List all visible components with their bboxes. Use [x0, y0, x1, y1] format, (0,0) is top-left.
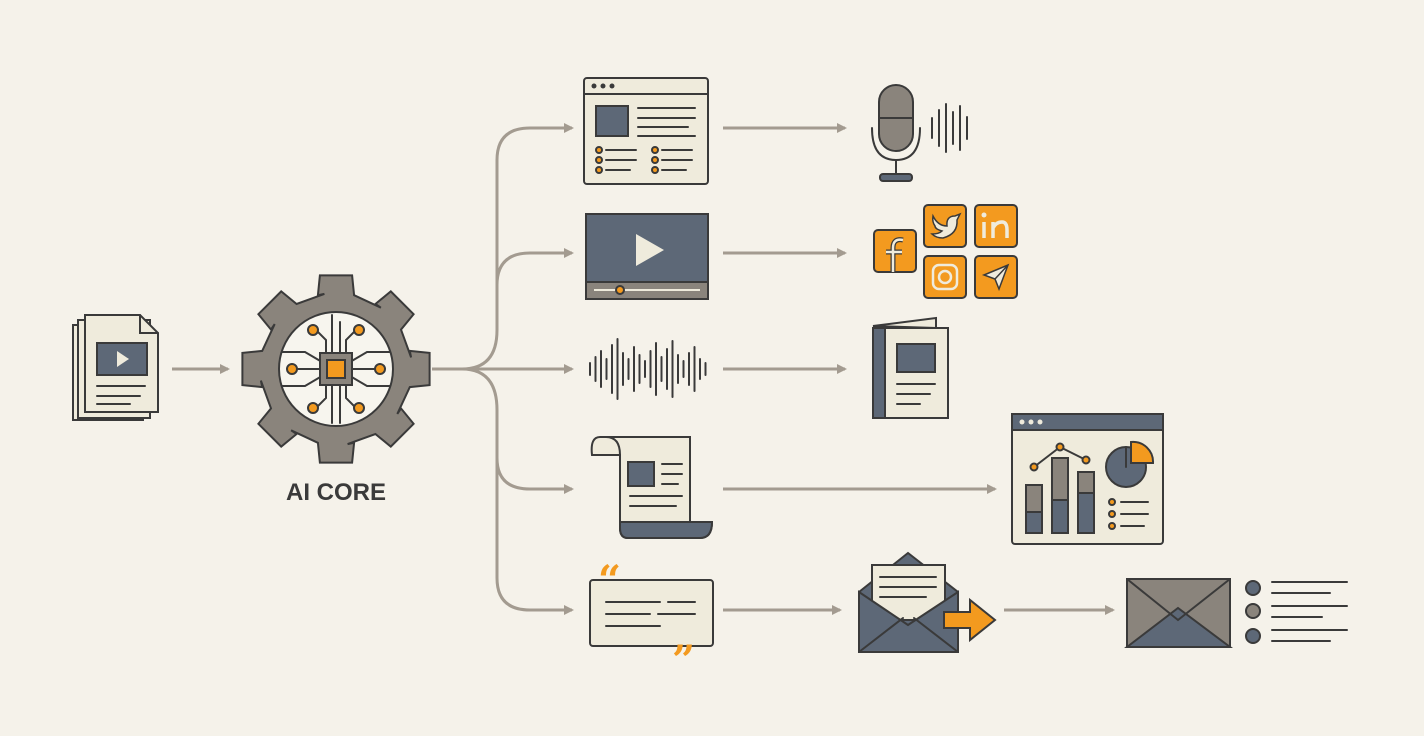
blog-article-icon: [583, 77, 709, 185]
facebook-icon: [873, 229, 917, 273]
email-list-icon: [1245, 580, 1348, 644]
analytics-dashboard-icon: [1011, 413, 1164, 545]
newsletter-email-icon: [858, 551, 997, 653]
script-scroll-icon: [590, 436, 714, 539]
quote-icon: “ ”: [589, 557, 714, 684]
video-clip-icon: [585, 213, 709, 300]
svg-text:”: ”: [672, 637, 695, 684]
ai-core-gear-icon: [241, 274, 431, 464]
branch-connectors: [432, 123, 574, 615]
podcast-microphone-icon: [871, 84, 968, 182]
ebook-icon: [872, 316, 949, 419]
social-media-icons: [873, 204, 1018, 299]
email-envelope-icon: [1124, 578, 1233, 648]
twitter-icon: [923, 204, 967, 248]
instagram-icon: [923, 255, 967, 299]
circuit-chip-icon: [281, 314, 391, 424]
audio-waveform-icon: [589, 338, 707, 400]
linkedin-icon: [974, 204, 1018, 248]
ai-core-label: AI CORE: [285, 479, 386, 506]
svg-text:“: “: [598, 557, 621, 604]
telegram-icon: [974, 255, 1018, 299]
source-video-document-icon: [72, 314, 159, 421]
